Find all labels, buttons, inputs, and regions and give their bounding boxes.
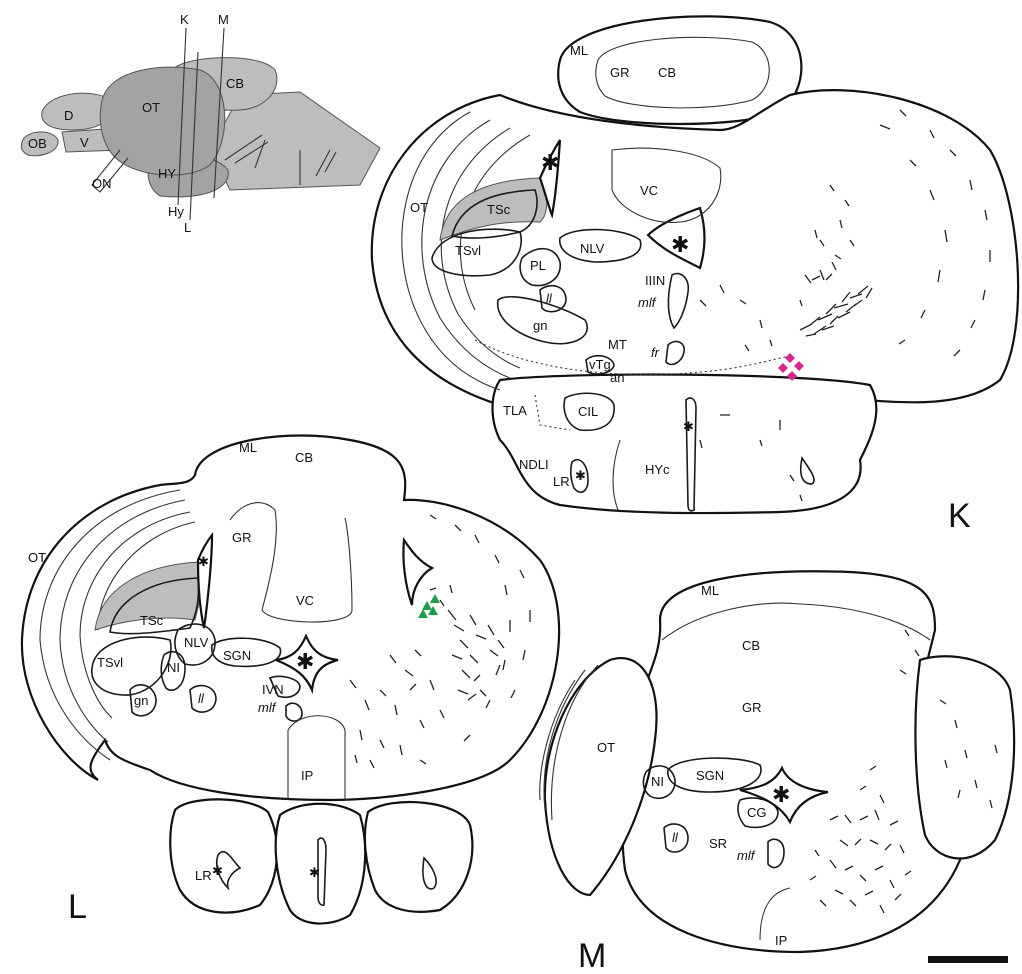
l-label-vc: VC <box>296 593 314 608</box>
k-label-gr: GR <box>610 65 630 80</box>
m-label-gr: GR <box>742 700 762 715</box>
l-label-gn: gn <box>134 693 148 708</box>
m-right-lobe <box>915 656 1014 858</box>
panel-label-l: L <box>68 888 87 926</box>
k-label-pl: PL <box>530 258 546 273</box>
m-label-mlf: mlf <box>737 848 756 863</box>
k-label-fr: fr <box>651 345 660 360</box>
section-m: ✱ ML CB GR OT NI SGN CG ll SR mlf IP M <box>540 571 1014 974</box>
l-label-sgn: SGN <box>223 648 251 663</box>
brain-overview: K M OT CB D V OB ON HY Hy L <box>21 12 380 235</box>
panel-label-m: M <box>578 937 606 974</box>
k-ventricle-symbol-4: ✱ <box>575 468 586 483</box>
m-label-cg: CG <box>747 805 767 820</box>
k-ventricle-symbol-3: ✱ <box>683 419 694 434</box>
overview-label-ob: OB <box>28 136 47 151</box>
l-lower-lobe-center <box>276 804 366 924</box>
m-label-ip: IP <box>775 933 787 948</box>
overview-label-on: ON <box>92 176 112 191</box>
k-label-iiin: IIIN <box>645 273 665 288</box>
l-label-ml: ML <box>239 440 257 455</box>
m-label-ni: NI <box>651 774 664 789</box>
overview-label-d: D <box>64 108 73 123</box>
overview-label-v: V <box>80 135 89 150</box>
scale-bar <box>928 956 1008 963</box>
panel-label-k: K <box>948 497 971 535</box>
k-label-mlf: mlf <box>638 295 657 310</box>
k-label-gn: gn <box>533 318 547 333</box>
k-label-ndli: NDLI <box>519 457 549 472</box>
m-label-cb: CB <box>742 638 760 653</box>
l-label-mlf: mlf <box>258 700 277 715</box>
section-label-l: L <box>184 220 191 235</box>
overview-label-ot: OT <box>142 100 160 115</box>
k-label-vc: VC <box>640 183 658 198</box>
l-label-ip: IP <box>301 768 313 783</box>
section-label-k: K <box>180 12 189 27</box>
l-lower-lobe-right <box>365 802 472 912</box>
k-ventricle-symbol-2: ✱ <box>671 232 689 257</box>
l-label-nlv: NLV <box>184 635 209 650</box>
k-label-hyc: HYc <box>645 462 670 477</box>
l-label-tsc: TSc <box>140 613 164 628</box>
m-label-ot: OT <box>597 740 615 755</box>
k-label-mt: MT <box>608 337 627 352</box>
k-hypothalamus-outline <box>493 375 877 514</box>
l-label-ivn: IVN <box>262 682 284 697</box>
k-label-lr: LR <box>553 474 570 489</box>
k-label-an: an <box>610 370 624 385</box>
l-ventricle-symbol-2: ✱ <box>296 649 314 674</box>
l-label-lr: LR <box>195 868 212 883</box>
l-ventricle-symbol-4: ✱ <box>309 865 320 880</box>
overview-label-hy-lower: Hy <box>168 204 184 219</box>
l-ventricle-symbol-1: ✱ <box>198 554 209 569</box>
k-label-ot: OT <box>410 200 428 215</box>
k-label-nlv: NLV <box>580 241 605 256</box>
l-label-cb: CB <box>295 450 313 465</box>
k-label-tla: TLA <box>503 403 527 418</box>
m-label-sgn: SGN <box>696 768 724 783</box>
section-l: ✱ ✱ ✱ ✱ <box>22 435 559 926</box>
l-label-ni: NI <box>167 660 180 675</box>
k-label-vtg: vTg <box>589 357 611 372</box>
m-label-sr: SR <box>709 836 727 851</box>
l-label-ot: OT <box>28 550 46 565</box>
k-ventricle-symbol-1: ✱ <box>541 150 559 175</box>
section-label-m: M <box>218 12 229 27</box>
k-label-cb: CB <box>658 65 676 80</box>
k-label-tsc: TSc <box>487 202 511 217</box>
overview-label-cb: CB <box>226 76 244 91</box>
m-ventricle-symbol: ✱ <box>772 782 790 807</box>
l-label-gr: GR <box>232 530 252 545</box>
region-ot <box>100 67 224 175</box>
l-lower-lobe-left <box>170 799 277 912</box>
k-label-ml: ML <box>570 43 588 58</box>
m-label-ml: ML <box>701 583 719 598</box>
section-k: ✱ ✱ ML <box>372 16 1018 535</box>
overview-label-hy: HY <box>158 166 176 181</box>
k-label-tsvl: TSvl <box>455 243 481 258</box>
k-label-cil: CIL <box>578 404 598 419</box>
l-label-tsvl: TSvl <box>97 655 123 670</box>
l-ventricle-symbol-3: ✱ <box>212 863 223 878</box>
